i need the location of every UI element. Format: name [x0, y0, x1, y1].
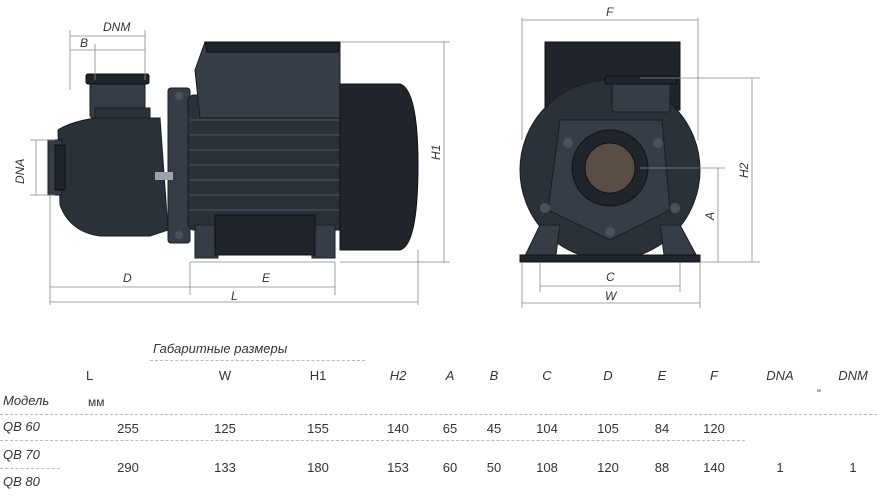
- dim-label-d: D: [123, 271, 132, 285]
- col-header-d: D: [603, 368, 613, 383]
- cell-d: 105: [597, 421, 619, 436]
- cell-h2: 140: [387, 421, 409, 436]
- col-header-a: A: [445, 368, 455, 383]
- front-view-dimensions: [521, 18, 760, 308]
- cell-b: 50: [486, 460, 502, 475]
- cell-h2: 153: [387, 460, 409, 475]
- cell-l: 255: [117, 421, 139, 436]
- cell-f: 140: [703, 460, 725, 475]
- col-header-h1: H1: [309, 368, 327, 383]
- dim-label-e: E: [262, 271, 271, 285]
- unit-mm: мм: [88, 395, 105, 409]
- cell-dnm: 1: [849, 460, 857, 475]
- col-header-e: E: [657, 368, 667, 383]
- model-name: QB 70: [3, 447, 40, 462]
- cell-l: 290: [117, 460, 139, 475]
- pump-side-view: [47, 41, 419, 259]
- cell-dna: 1: [776, 460, 784, 475]
- pump-dimension-drawing: B DNM DNA H1 D E L F H2 A C W: [13, 5, 760, 308]
- cell-h1: 155: [307, 421, 329, 436]
- cell-e: 84: [654, 421, 670, 436]
- cell-f: 120: [703, 421, 725, 436]
- dim-label-c: C: [606, 270, 615, 284]
- pump-front-view: [519, 41, 701, 263]
- cell-c: 104: [536, 421, 558, 436]
- col-header-h2: H2: [389, 368, 407, 383]
- table-group-title: Габаритные размеры: [153, 341, 288, 356]
- model-name: QB 80: [3, 474, 40, 489]
- dim-label-f: F: [606, 5, 614, 19]
- side-view-dimensions: [30, 30, 450, 305]
- cell-a: 60: [442, 460, 458, 475]
- cell-w: 133: [214, 460, 236, 475]
- col-header-f: F: [710, 368, 718, 383]
- cell-w: 125: [214, 421, 236, 436]
- cell-c: 108: [536, 460, 558, 475]
- dim-label-dna: DNA: [13, 159, 27, 184]
- col-header-w: W: [218, 368, 232, 383]
- dim-label-h2: H2: [737, 162, 751, 178]
- cell-e: 88: [654, 460, 670, 475]
- col-header-l: L: [86, 368, 94, 383]
- unit-inch: ": [817, 388, 821, 400]
- col-header-b: B: [489, 368, 499, 383]
- col-header-c: C: [542, 368, 552, 383]
- cell-b: 45: [486, 421, 502, 436]
- cell-h1: 180: [307, 460, 329, 475]
- dimensions-table: Габаритные размеры L W H1 H2 A B C D E F…: [0, 330, 877, 498]
- cell-a: 65: [442, 421, 458, 436]
- col-header-dnm: DNM: [838, 368, 868, 383]
- dim-label-b: B: [80, 36, 88, 50]
- dim-label-h1: H1: [429, 145, 443, 160]
- cell-d: 120: [597, 460, 619, 475]
- model-name: QB 60: [3, 419, 40, 434]
- model-label: Модель: [3, 393, 50, 408]
- dim-label-a: A: [703, 212, 717, 221]
- dim-label-w: W: [605, 289, 618, 303]
- col-header-dna: DNA: [766, 368, 794, 383]
- dim-label-l: L: [231, 289, 238, 303]
- dim-label-dnm: DNM: [103, 20, 130, 34]
